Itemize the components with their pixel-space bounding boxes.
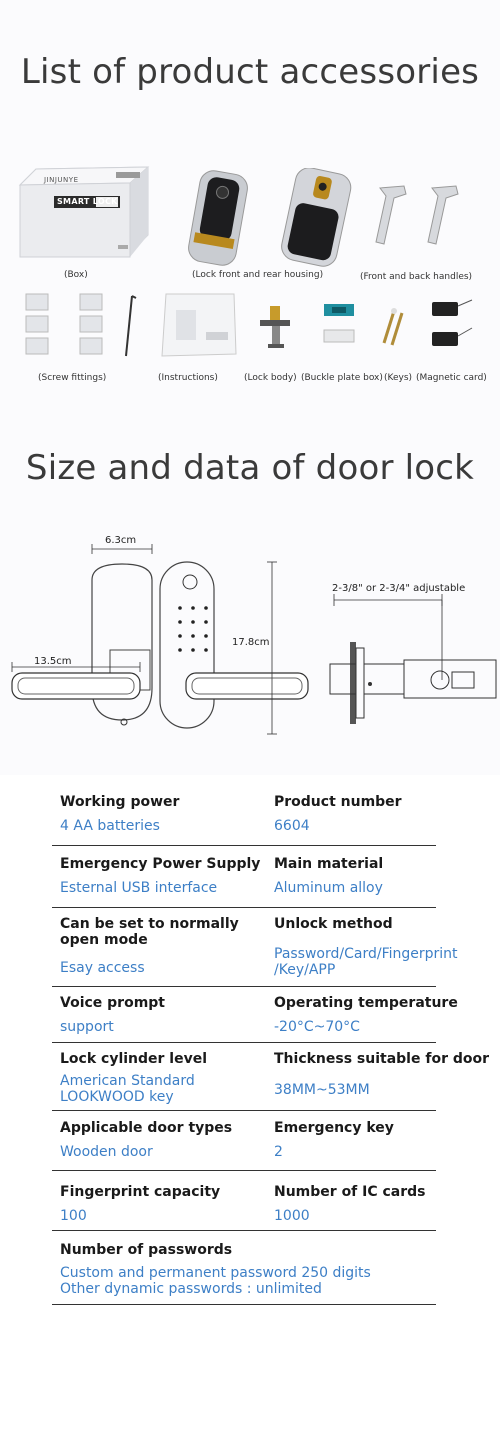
specs-background [0,775,500,1439]
spec-label: Voice prompt [60,995,165,1011]
spec-label: Thickness suitable for door [274,1051,490,1067]
spec-label: Product number [274,794,402,810]
spec-value: -20°C~70°C [274,1019,360,1035]
spec-label: Operating temperature [274,995,458,1011]
caption-keys: (Keys) [384,373,413,383]
dim-adjustable: 2-3/8" or 2-3/4" adjustable [332,583,466,594]
spec-value: Esternal USB interface [60,880,218,896]
spec-label: Main material [274,856,384,872]
spec-label: Applicable door types [60,1120,233,1136]
accessories-title: List of product accessories [20,52,480,92]
spec-value: 100 [60,1208,87,1224]
spec-label: Number of passwords [60,1242,233,1258]
spec-value: Wooden door [60,1144,153,1160]
size-title: Size and data of door lock [25,448,475,488]
spec-value: 4 AA batteries [60,818,160,834]
row-divider [52,1042,436,1043]
row-divider [52,1230,436,1231]
magnetic-card-image [428,296,478,356]
dim-handle: 13.5cm [34,656,72,667]
caption-buckle: (Buckle plate box) [301,373,383,383]
keys-image [378,305,408,347]
spec-label: Unlock method [274,916,393,932]
row-divider [52,1304,436,1305]
lock-dimension-drawing [0,530,500,750]
spec-value: 1000 [274,1208,310,1224]
dim-height: 17.8cm [232,637,270,648]
handles-image [372,180,472,250]
spec-label: Emergency Power Supply [60,856,261,872]
instructions-image [160,292,238,358]
screws-image [22,292,144,362]
box-brand: JINJUNYE [44,176,79,184]
box-image [18,165,150,261]
spec-label: Emergency key [274,1120,394,1136]
spec-label: Can be set to normally open mode [60,916,239,948]
caption-box: (Box) [64,270,88,280]
buckle-plate-image [318,300,362,348]
lock-body-image [256,302,296,352]
lock-housing-image [176,167,360,268]
spec-value: Password/Card/Fingerprint /Key/APP [274,946,458,978]
row-divider [52,1110,436,1111]
spec-value: Custom and permanent password 250 digits… [60,1265,371,1297]
caption-card: (Magnetic card) [416,373,487,383]
spec-label: Fingerprint capacity [60,1184,221,1200]
spec-value: Esay access [60,960,145,976]
row-divider [52,845,436,846]
spec-label: Working power [60,794,180,810]
spec-value: Aluminum alloy [274,880,383,896]
row-divider [52,907,436,908]
row-divider [52,1170,436,1171]
spec-label: Number of IC cards [274,1184,426,1200]
spec-value: American Standard LOOKWOOD key [60,1073,195,1105]
spec-label: Lock cylinder level [60,1051,208,1067]
caption-screws: (Screw fittings) [38,373,107,383]
caption-handles: (Front and back handles) [360,272,473,282]
caption-housing: (Lock front and rear housing) [192,270,324,280]
box-logo: SMART LOCK [57,197,118,206]
caption-lock-body: (Lock body) [244,373,297,383]
dim-width: 6.3cm [105,535,137,546]
row-divider [52,986,436,987]
spec-value: 6604 [274,818,310,834]
caption-instructions: (Instructions) [158,373,218,383]
spec-value: support [60,1019,114,1035]
spec-value: 2 [274,1144,283,1160]
spec-value: 38MM~53MM [274,1082,370,1098]
